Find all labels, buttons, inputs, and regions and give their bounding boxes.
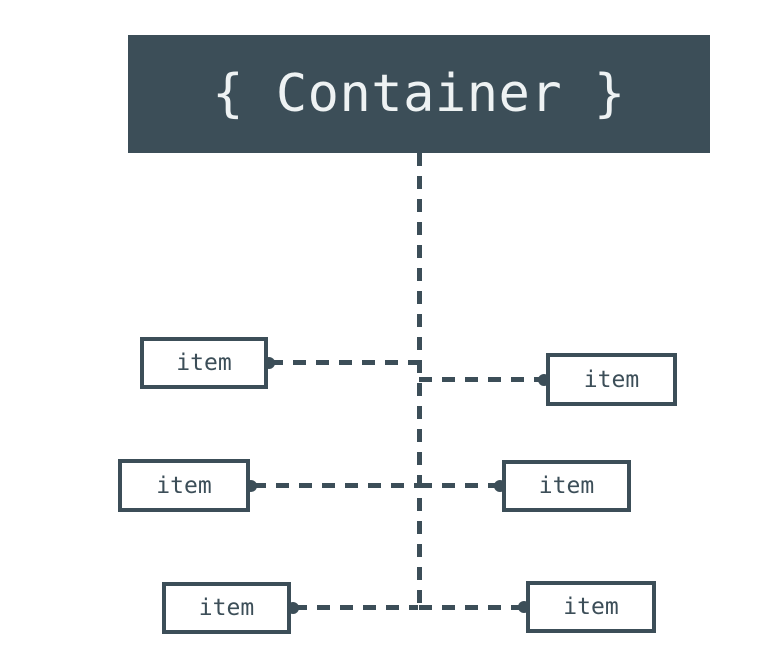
item-label: item xyxy=(538,473,595,499)
item-node: item xyxy=(502,460,631,512)
container-node: { Container } xyxy=(128,35,710,153)
connector-dashed-line xyxy=(253,483,418,488)
item-node: item xyxy=(526,581,656,633)
connector-dashed-line xyxy=(419,483,496,488)
item-label: item xyxy=(563,594,619,620)
item-label: item xyxy=(156,472,212,499)
connector-dashed-line xyxy=(419,377,540,382)
item-node: item xyxy=(118,459,250,512)
item-label: item xyxy=(176,350,232,376)
item-label: item xyxy=(198,595,255,621)
item-label: item xyxy=(583,366,640,393)
item-node: item xyxy=(140,337,268,389)
item-node: item xyxy=(546,353,677,406)
connector-dashed-line xyxy=(270,360,418,365)
container-label: { Container } xyxy=(212,64,626,124)
connector-dashed-line xyxy=(419,605,520,610)
connector-dashed-line xyxy=(294,605,418,610)
item-node: item xyxy=(162,582,291,634)
